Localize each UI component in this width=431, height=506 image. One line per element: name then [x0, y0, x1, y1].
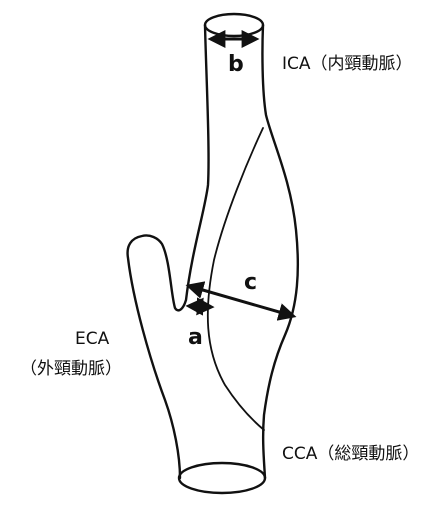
ica-top-opening — [205, 14, 263, 36]
eca-label: ECA — [75, 331, 109, 348]
ica-label: ICA（内頸動脈） — [282, 56, 413, 73]
measure-c-label: c — [244, 272, 257, 294]
measure-a-label: a — [188, 327, 203, 349]
eca-sublabel: （外頸動脈） — [20, 361, 122, 378]
vessel-outline-right — [262, 25, 297, 478]
arrow-c — [189, 286, 293, 316]
vessel-outline-left — [128, 25, 209, 478]
measure-b-label: b — [228, 54, 244, 76]
cca-bottom-opening — [179, 463, 265, 493]
cca-label: CCA（総頸動脈） — [282, 446, 419, 463]
arrow-a — [189, 306, 211, 307]
